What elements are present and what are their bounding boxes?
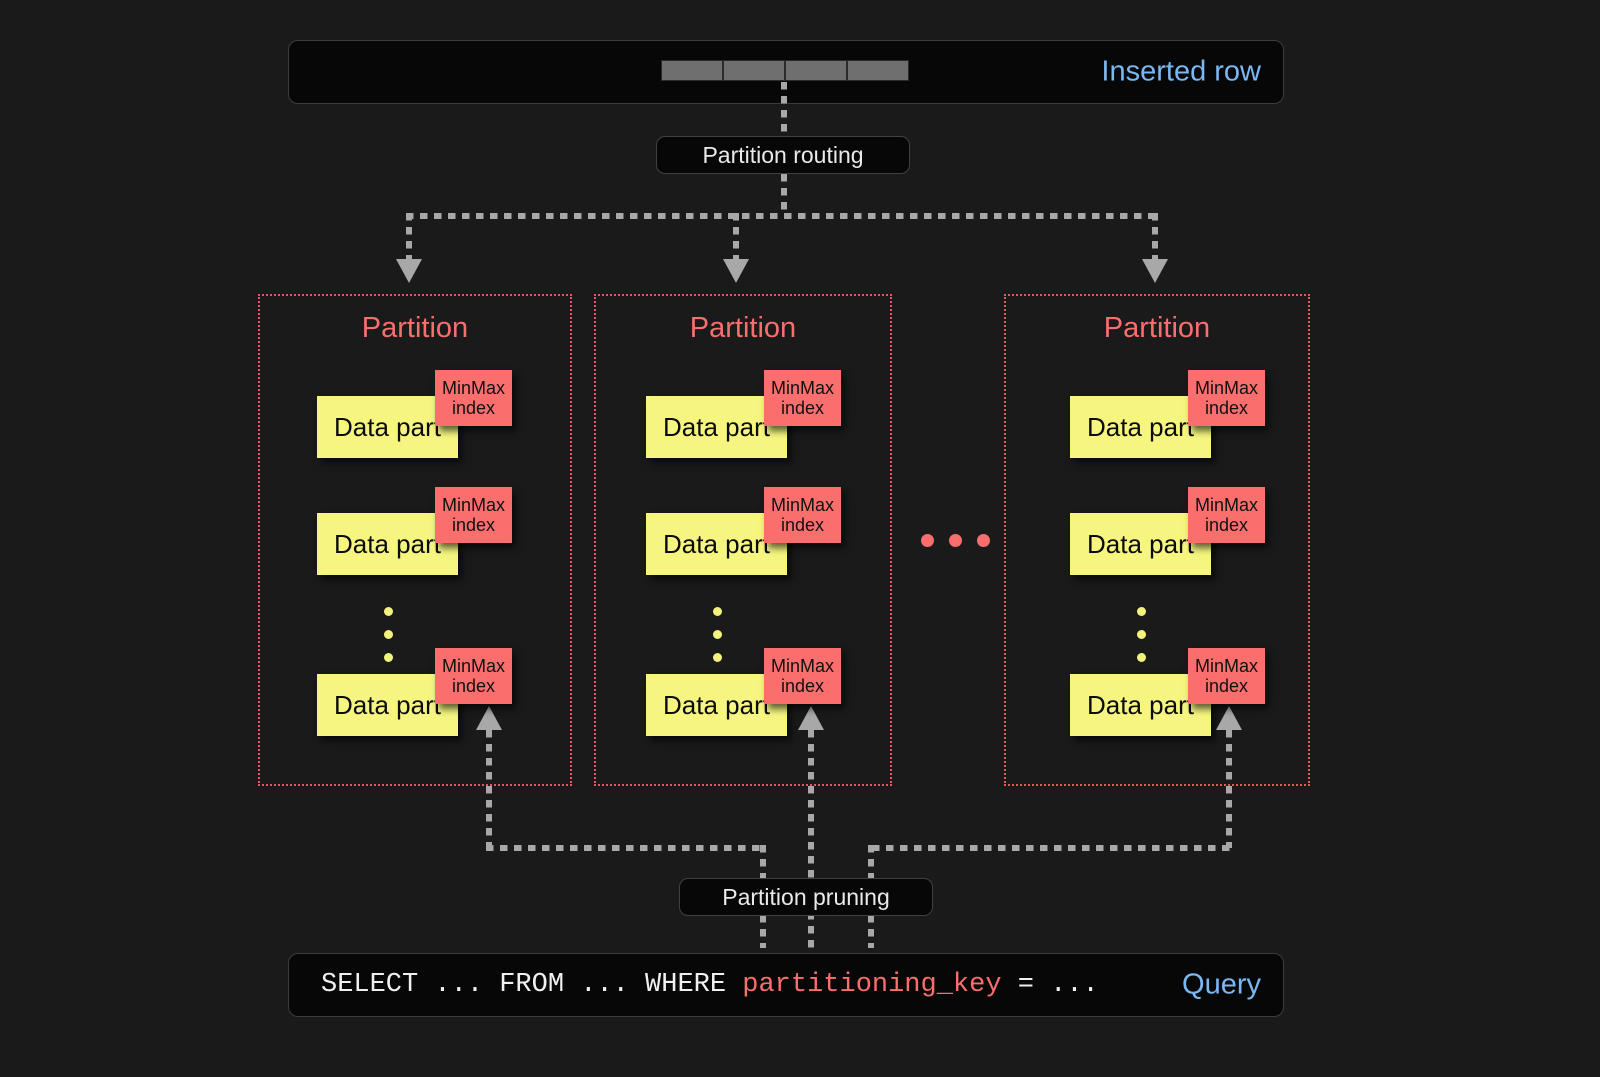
ellipsis-dot — [384, 607, 393, 616]
arrow-up-partition-0 — [476, 706, 502, 730]
partition-pruning-box: Partition pruning — [679, 878, 933, 916]
row-cell — [723, 60, 785, 81]
query-label: Query — [1182, 968, 1261, 1001]
arrow-down-partition-1 — [723, 259, 749, 283]
connector-row-to-routing — [781, 82, 787, 136]
data-part-box: Data part — [317, 513, 458, 575]
data-part-box: Data part — [646, 396, 787, 458]
connector-bus-to-partition-1 — [733, 213, 739, 263]
ellipsis-dot — [921, 534, 934, 547]
arrow-up-partition-1 — [798, 706, 824, 730]
ellipsis-dot — [713, 630, 722, 639]
partition-title: Partition — [689, 312, 797, 344]
ellipsis-dot — [713, 653, 722, 662]
ellipsis-dot — [977, 534, 990, 547]
data-part-box: Data part — [317, 674, 458, 736]
data-part-box: Data part — [1070, 674, 1211, 736]
pruning-bus-right — [872, 845, 1232, 851]
row-cell — [661, 60, 723, 81]
partition-title: Partition — [361, 312, 469, 344]
partition-routing-box: Partition routing — [656, 136, 910, 174]
arrow-up-partition-2 — [1216, 706, 1242, 730]
connector-pruning-to-partition-2 — [1226, 730, 1232, 848]
arrow-down-partition-2 — [1142, 259, 1168, 283]
connector-pruning-to-partition-0 — [486, 730, 492, 848]
data-part-ellipsis — [713, 607, 723, 676]
connector-bus-to-partition-0 — [406, 213, 412, 263]
row-cell — [847, 60, 909, 81]
ellipsis-dot — [1137, 630, 1146, 639]
data-part-box: Data part — [646, 674, 787, 736]
connector-bus-to-partition-2 — [1152, 213, 1158, 263]
ellipsis-dot — [1137, 607, 1146, 616]
partition-routing-label: Partition routing — [702, 141, 864, 168]
data-part-ellipsis — [384, 607, 394, 676]
ellipsis-dot — [949, 534, 962, 547]
query-bar: SELECT ... FROM ... WHERE partitioning_k… — [288, 953, 1284, 1017]
data-part-ellipsis — [1137, 607, 1147, 676]
ellipsis-dot — [1137, 653, 1146, 662]
data-part-box: Data part — [1070, 396, 1211, 458]
partition-title: Partition — [1103, 312, 1211, 344]
query-prefix: SELECT ... FROM ... WHERE — [321, 970, 743, 1000]
arrow-down-partition-0 — [396, 259, 422, 283]
query-text: SELECT ... FROM ... WHERE partitioning_k… — [321, 970, 1099, 1000]
inserted-row-label: Inserted row — [1101, 55, 1261, 88]
ellipsis-dot — [713, 607, 722, 616]
connector-routing-to-bus — [781, 174, 787, 216]
data-part-box: Data part — [317, 396, 458, 458]
pruning-bus-left — [486, 845, 766, 851]
data-part-box: Data part — [646, 513, 787, 575]
partition-pruning-label: Partition pruning — [722, 883, 890, 910]
connector-pruning-to-partition-1 — [808, 730, 814, 948]
query-partitioning-key: partitioning_key — [742, 970, 1002, 1000]
inserted-row-cells — [661, 60, 909, 81]
partitions-ellipsis — [921, 534, 990, 547]
query-suffix: = ... — [1001, 970, 1099, 1000]
row-cell — [785, 60, 847, 81]
routing-fanout-bus — [406, 213, 1158, 219]
ellipsis-dot — [384, 653, 393, 662]
ellipsis-dot — [384, 630, 393, 639]
data-part-box: Data part — [1070, 513, 1211, 575]
